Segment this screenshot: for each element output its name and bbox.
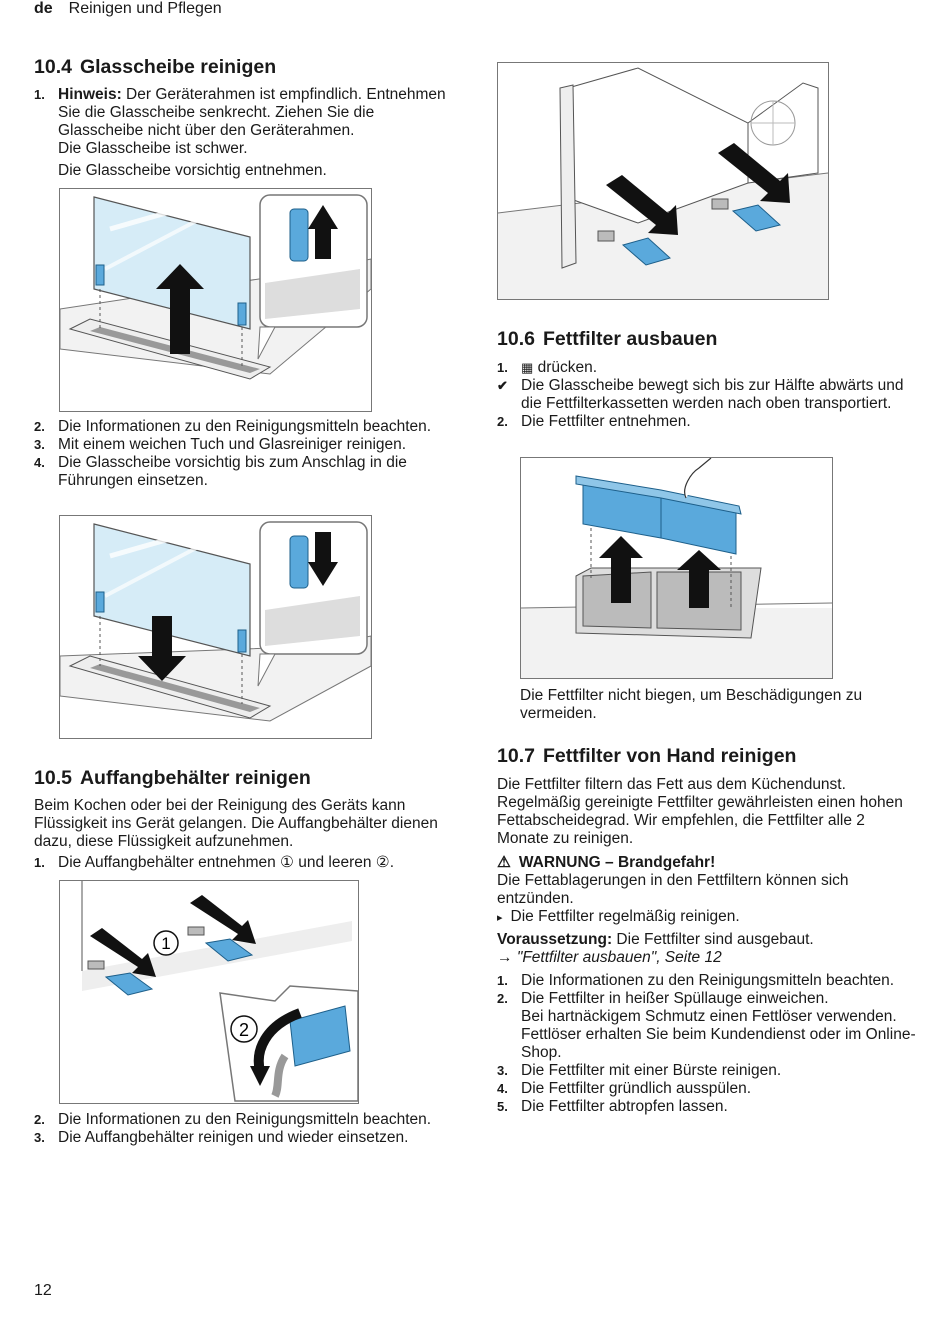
page-header: de Reinigen und Pflegen [34, 0, 222, 18]
warning-heading: ⚠ WARNUNG – Brandgefahr! [497, 854, 917, 872]
prerequisite-label: Voraussetzung: [497, 931, 613, 948]
chapter-title: Reinigen und Pflegen [68, 0, 222, 17]
step-item: 4. Die Glasscheibe vorsichtig bis zum Ans… [34, 454, 454, 490]
step-text: drücken. [537, 359, 598, 376]
section-heading-10-5: 10.5 Auffangbehälter reinigen [34, 767, 311, 789]
step-detail: Bei hartnäckigem Schmutz einen Fettlöser… [497, 1008, 917, 1062]
step-number: 1. [34, 87, 45, 102]
steps-10-5-b: 2. Die Informationen zu den Reinigungsmit… [34, 1111, 454, 1147]
caution-note: Die Fettfilter nicht biegen, um Beschädi… [520, 687, 863, 722]
step-number: 2. [497, 414, 508, 429]
step-number: 3. [34, 437, 45, 452]
language-code: de [34, 0, 53, 17]
step-text: Die Glasscheibe bewegt sich bis zur Hälf… [521, 377, 904, 412]
step-item: 1. ▦ drücken. [497, 359, 917, 377]
figure-glass-remove [59, 188, 372, 412]
step-number: 3. [34, 1130, 45, 1145]
figure-glass-insert [59, 515, 372, 739]
step-item: 3. Mit einem weichen Tuch und Glasreinige… [34, 436, 454, 454]
step-text: Die Informationen zu den Reinigungsmitte… [58, 1111, 432, 1128]
step-text: Die Auffangbehälter reinigen und wieder … [58, 1129, 409, 1146]
warning-text: Die Fettablagerungen in den Fettfiltern … [497, 872, 849, 907]
step-text: Bei hartnäckigem Schmutz einen Fettlöser… [521, 1008, 916, 1061]
cross-reference-link[interactable]: "Fettfilter ausbauen", Seite 12 [516, 949, 722, 966]
section-heading-10-6: 10.6 Fettfilter ausbauen [497, 328, 717, 350]
steps-10-5-a: 1. Die Auffangbehälter entnehmen ① und le… [34, 854, 454, 872]
cross-reference[interactable]: → "Fettfilter ausbauen", Seite 12 [497, 949, 917, 967]
step-text: Die Glasscheibe vorsichtig bis zum Ansch… [58, 454, 407, 489]
figure-collecting-trays-overview [497, 62, 829, 300]
step-text: Die Fettfilter entnehmen. [521, 413, 691, 430]
step-item: 1. Hinweis: Der Geräterahmen ist empfind… [34, 86, 454, 180]
step-text: Die Fettfilter mit einer Bürste reinigen… [521, 1062, 782, 1079]
step-item: 3. Die Auffangbehälter reinigen und wiede… [34, 1129, 454, 1147]
figure-label-2: 2 [239, 1020, 249, 1040]
section-number: 10.4 [34, 56, 72, 78]
arrow-right-icon: → [497, 949, 513, 966]
figure-label-1: 1 [161, 934, 170, 953]
step-number: 1. [34, 855, 45, 870]
hint-text-2: Die Glasscheibe ist schwer. [58, 140, 248, 157]
warning-action-text: Die Fettfilter regelmäßig reinigen. [510, 908, 740, 925]
hint-text: Der Geräterahmen ist empfindlich. Entneh… [58, 86, 446, 139]
prerequisite-text: Die Fettfilter sind ausgebaut. [612, 931, 814, 948]
steps-10-7: 1. Die Informationen zu den Reinigungsmit… [497, 972, 917, 1116]
step-text: Mit einem weichen Tuch und Glasreiniger … [58, 436, 407, 453]
step-text: Die Informationen zu den Reinigungsmitte… [58, 418, 432, 435]
step-text: Die Fettfilter in heißer Spüllauge einwe… [521, 990, 829, 1007]
step-number: 4. [34, 455, 45, 470]
step-text: Die Fettfilter gründlich ausspülen. [521, 1080, 752, 1097]
step-number: 4. [497, 1081, 508, 1096]
step-number: 1. [497, 360, 508, 375]
step-text: Die Fettfilter abtropfen lassen. [521, 1098, 728, 1115]
step-number: 3. [497, 1063, 508, 1078]
check-icon: ✔ [497, 378, 508, 393]
warning-triangle-icon: ⚠ [497, 854, 511, 871]
step-number: 2. [34, 1112, 45, 1127]
steps-10-4-a: 1. Hinweis: Der Geräterahmen ist empfind… [34, 86, 454, 180]
section-number: 10.5 [34, 767, 72, 789]
section-number: 10.6 [497, 328, 535, 350]
step-item: 1. Die Auffangbehälter entnehmen ① und le… [34, 854, 454, 872]
step-item: 3. Die Fettfilter mit einer Bürste reinig… [497, 1062, 917, 1080]
section-intro: Beim Kochen oder bei der Reinigung des G… [34, 797, 438, 850]
section-title: Fettfilter von Hand reinigen [542, 745, 797, 767]
warning-title: WARNUNG – Brandgefahr! [518, 854, 716, 871]
step-item: 2. Die Informationen zu den Reinigungsmit… [34, 1111, 454, 1129]
section-intro: Die Fettfilter filtern das Fett aus dem … [497, 776, 903, 847]
step-action: Die Glasscheibe vorsichtig entnehmen. [58, 162, 327, 179]
bullet-triangle-icon: ▸ [497, 912, 503, 924]
grid-key-icon: ▦ [521, 360, 534, 375]
warning-action: ▸ Die Fettfilter regelmäßig reinigen. [497, 908, 917, 927]
steps-10-4-b: 2. Die Informationen zu den Reinigungsmit… [34, 418, 454, 490]
step-number: 2. [34, 419, 45, 434]
step-item: 2. Die Informationen zu den Reinigungsmit… [34, 418, 454, 436]
step-item: 2. Die Fettfilter entnehmen. [497, 413, 917, 431]
section-title: Auffangbehälter reinigen [79, 767, 311, 789]
warning-block: ⚠ WARNUNG – Brandgefahr! Die Fettablageru… [497, 854, 917, 967]
step-item: 5. Die Fettfilter abtropfen lassen. [497, 1098, 917, 1116]
step-number: 2. [497, 991, 508, 1006]
section-heading-10-4: 10.4 Glasscheibe reinigen [34, 56, 276, 78]
figure-grease-filters [520, 457, 833, 679]
step-text: Die Auffangbehälter entnehmen ① und leer… [58, 854, 395, 871]
steps-10-6: 1. ▦ drücken. ✔ Die Glasscheibe bewegt sic… [497, 359, 917, 431]
section-title: Glasscheibe reinigen [79, 56, 277, 78]
section-title: Fettfilter ausbauen [542, 328, 718, 350]
prerequisite: Voraussetzung: Die Fettfilter sind ausge… [497, 931, 917, 949]
step-item: 2. Die Fettfilter in heißer Spüllauge ein… [497, 990, 917, 1008]
step-item: 1. Die Informationen zu den Reinigungsmit… [497, 972, 917, 990]
step-result: ✔ Die Glasscheibe bewegt sich bis zur Häl… [497, 377, 917, 413]
step-item: 4. Die Fettfilter gründlich ausspülen. [497, 1080, 917, 1098]
step-number: 1. [497, 973, 508, 988]
step-number: 5. [497, 1099, 508, 1114]
hint-label: Hinweis: [58, 86, 122, 103]
section-number: 10.7 [497, 745, 535, 767]
section-heading-10-7: 10.7 Fettfilter von Hand reinigen [497, 745, 796, 767]
step-text: Die Informationen zu den Reinigungsmitte… [521, 972, 895, 989]
figure-collecting-trays: 1 2 [59, 880, 359, 1104]
page-number: 12 [34, 1282, 52, 1299]
